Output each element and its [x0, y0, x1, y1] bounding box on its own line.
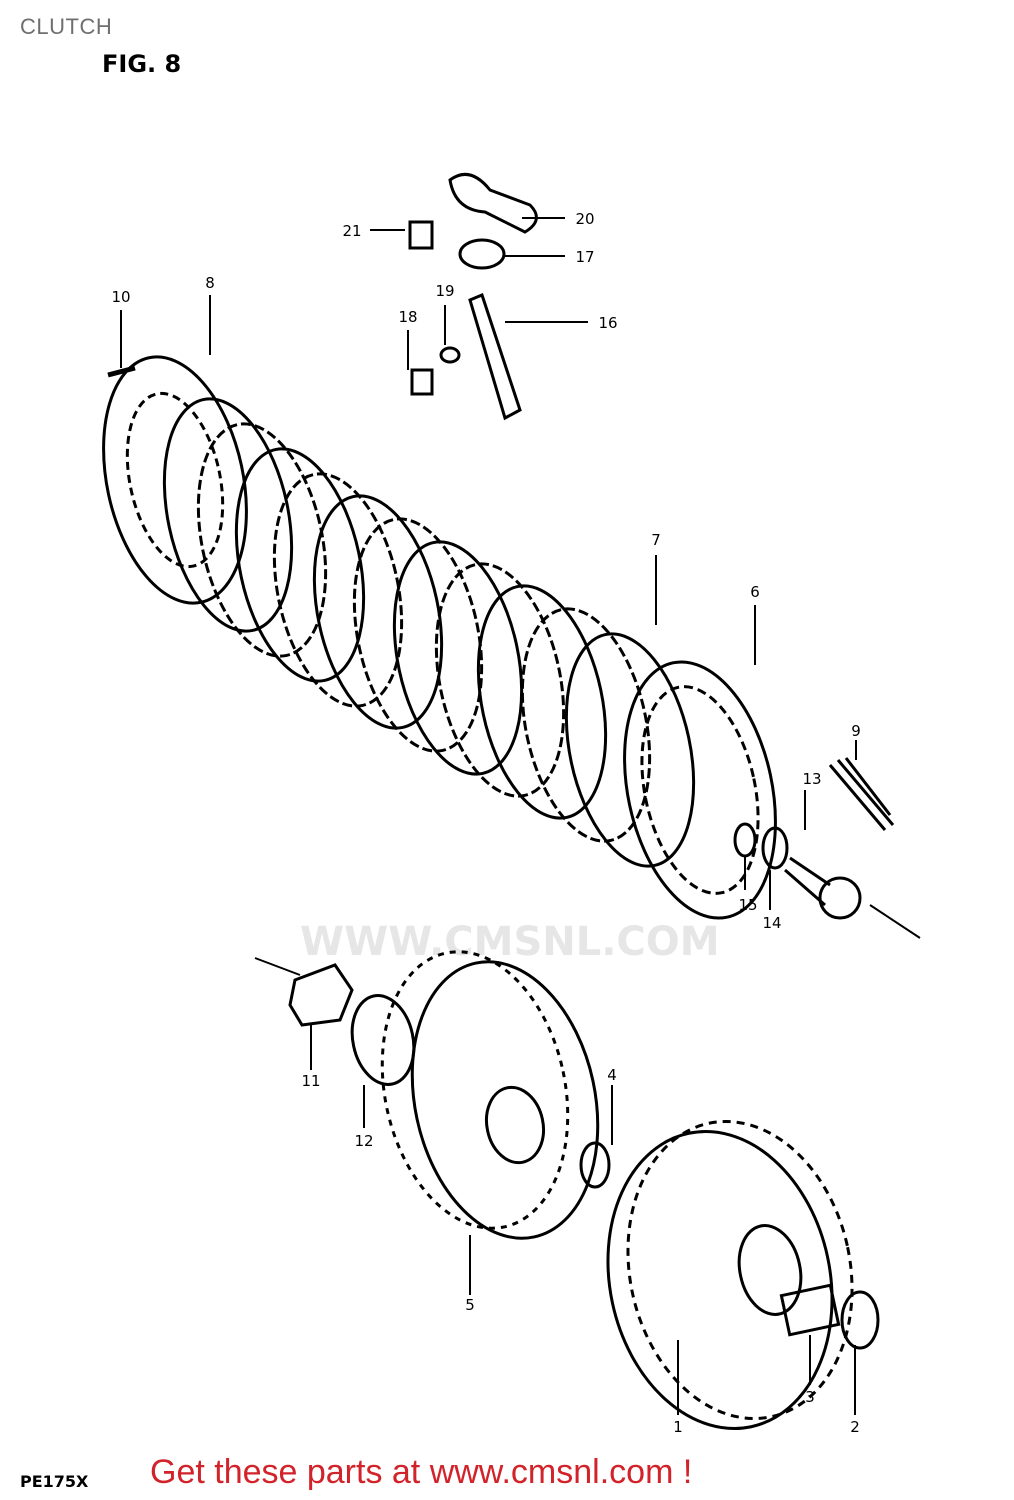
- part-label-1: 1: [673, 1418, 683, 1436]
- washer-19: [439, 346, 461, 364]
- plate-10: [520, 607, 652, 843]
- part-label-19: 19: [435, 282, 454, 300]
- nut-11: [288, 963, 354, 1027]
- watermark-text: WWW.CMSNL.COM: [300, 919, 720, 965]
- oil-seal: [458, 238, 506, 270]
- clutch-hub-5-center: [484, 1085, 546, 1165]
- plate-3: [234, 447, 366, 683]
- part-label-21: 21: [342, 222, 361, 240]
- plate-1: [162, 397, 294, 633]
- part-label-18: 18: [398, 308, 417, 326]
- bolt-21: [408, 220, 434, 250]
- part-label-3: 3: [805, 1388, 815, 1406]
- washer-4: [579, 1141, 611, 1189]
- part-label-11: 11: [301, 1072, 320, 1090]
- part-label-15: 15: [738, 896, 757, 914]
- plate-5: [312, 494, 444, 730]
- part-label-12: 12: [354, 1132, 373, 1150]
- release-arm: [448, 172, 538, 234]
- bolt-18: [410, 368, 434, 396]
- page-title: CLUTCH: [20, 14, 113, 39]
- cmsnl-link[interactable]: Get these parts at www.cmsnl.com !: [150, 1453, 693, 1491]
- clutch-hub-5-teeth: [380, 950, 570, 1230]
- plate-12-inner: [640, 685, 760, 895]
- part-label-6: 6: [750, 583, 760, 601]
- clutch-housing-1-gear: [626, 1120, 854, 1420]
- part-label-17: 17: [575, 248, 594, 266]
- part-label-16: 16: [598, 314, 617, 332]
- washer-2: [840, 1290, 880, 1350]
- plate-11: [564, 632, 696, 868]
- part-label-4: 4: [607, 1066, 617, 1084]
- clutch-housing-1: [606, 1130, 834, 1430]
- spring-9: [828, 757, 895, 831]
- part-label-5: 5: [465, 1296, 475, 1314]
- plate-12: [623, 660, 777, 920]
- part-label-8: 8: [205, 274, 215, 292]
- part-label-10: 10: [111, 288, 130, 306]
- bearing-14: [761, 826, 789, 870]
- model-code: PE175X: [20, 1472, 89, 1491]
- clutch-hub-5: [410, 960, 600, 1240]
- push-piece-13-head: [818, 876, 862, 920]
- lower-assembly: [254, 950, 880, 1430]
- figure-label: FIG. 8: [102, 50, 182, 78]
- leader-lines: [120, 217, 857, 1415]
- washer-15: [733, 822, 757, 858]
- axis-line-upper: [869, 904, 921, 939]
- part-label-13: 13: [802, 770, 821, 788]
- pin-10: [107, 365, 136, 378]
- part-label-7: 7: [651, 531, 661, 549]
- washer-12: [350, 994, 416, 1086]
- plate-stack: [102, 355, 777, 920]
- part-label-14: 14: [762, 914, 781, 932]
- part-label-9: 9: [851, 722, 861, 740]
- plate-7: [392, 540, 524, 776]
- pressure-plate-hub: [125, 391, 225, 569]
- part-number-labels: 1 2 3 4 5 6 7 8 9 10 11 12 13 14 15 16 1…: [111, 210, 860, 1436]
- plate-9: [476, 584, 608, 820]
- needle-bearing-3: [779, 1283, 841, 1337]
- release-shaft: [468, 292, 522, 421]
- push-piece-13-stem: [784, 856, 831, 907]
- release-arm-group: [107, 172, 921, 939]
- plate-8: [434, 562, 566, 798]
- part-label-2: 2: [850, 1418, 860, 1436]
- clutch-housing-1-center: [737, 1224, 803, 1316]
- part-label-20: 20: [575, 210, 594, 228]
- axis-line-lower: [254, 957, 301, 976]
